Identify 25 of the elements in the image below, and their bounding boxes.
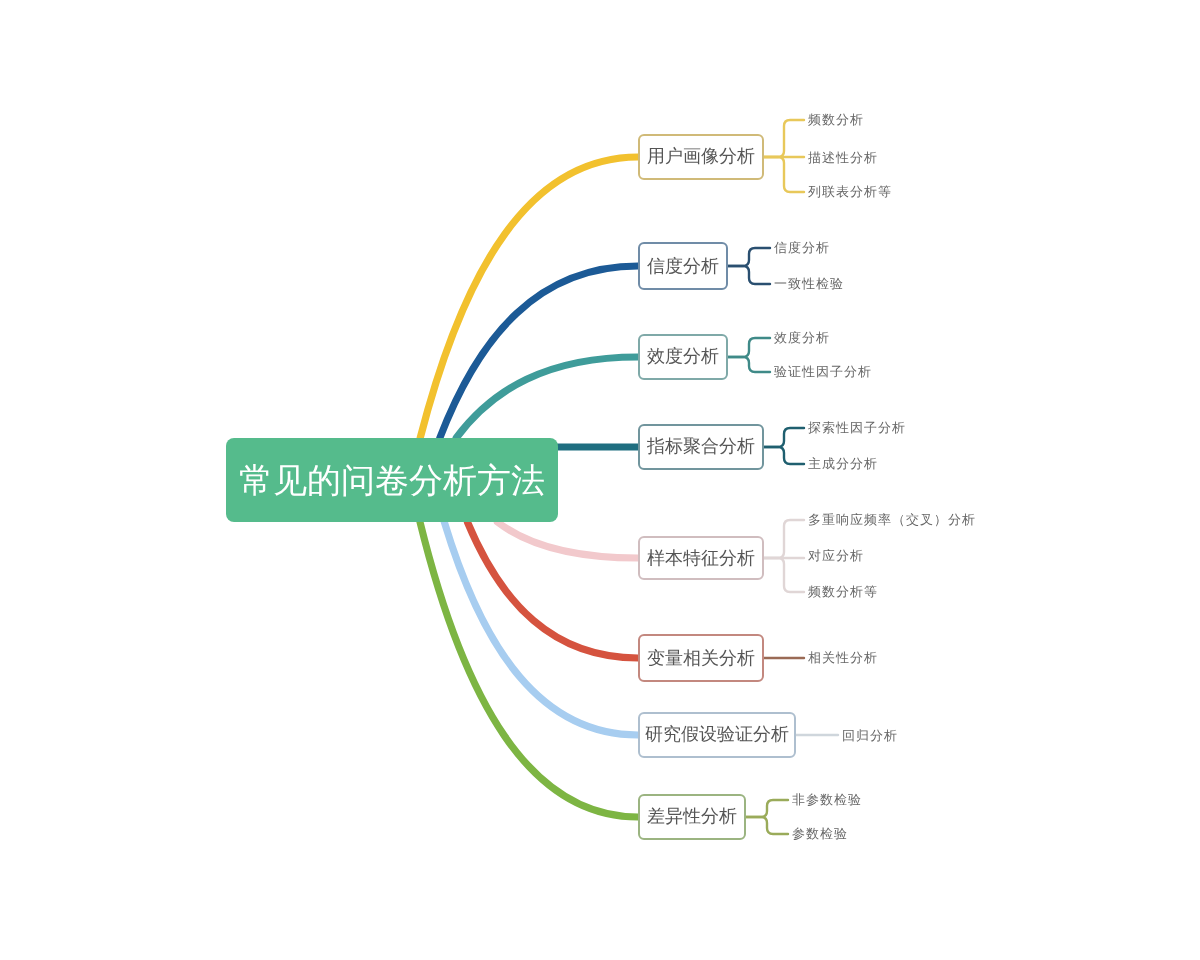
central-topic-box: 常见的问卷分析方法 <box>226 438 558 522</box>
connector-line <box>762 445 806 466</box>
topic-box: 效度分析 <box>638 334 728 380</box>
connector-line <box>726 355 772 374</box>
connector-line <box>744 815 790 836</box>
connector-line <box>762 656 806 660</box>
connector-line <box>762 556 806 594</box>
branch-curve <box>463 518 642 662</box>
topic-box: 指标聚合分析 <box>638 424 764 470</box>
branch-curve <box>416 153 642 442</box>
branch-curve <box>440 518 642 739</box>
branch-curve <box>416 518 642 821</box>
connector-line <box>762 155 806 194</box>
topic-box: 用户画像分析 <box>638 134 764 180</box>
topic-box: 差异性分析 <box>638 794 746 840</box>
branch-curve <box>452 353 642 442</box>
branch-curve <box>436 262 642 442</box>
branch-curve <box>554 443 642 451</box>
connector-line <box>794 733 840 737</box>
connector-line <box>726 264 772 286</box>
topic-box: 变量相关分析 <box>638 634 764 682</box>
topic-box: 信度分析 <box>638 242 728 290</box>
topic-box: 样本特征分析 <box>638 536 764 580</box>
topic-box: 研究假设验证分析 <box>638 712 796 758</box>
branch-curve <box>493 518 642 562</box>
